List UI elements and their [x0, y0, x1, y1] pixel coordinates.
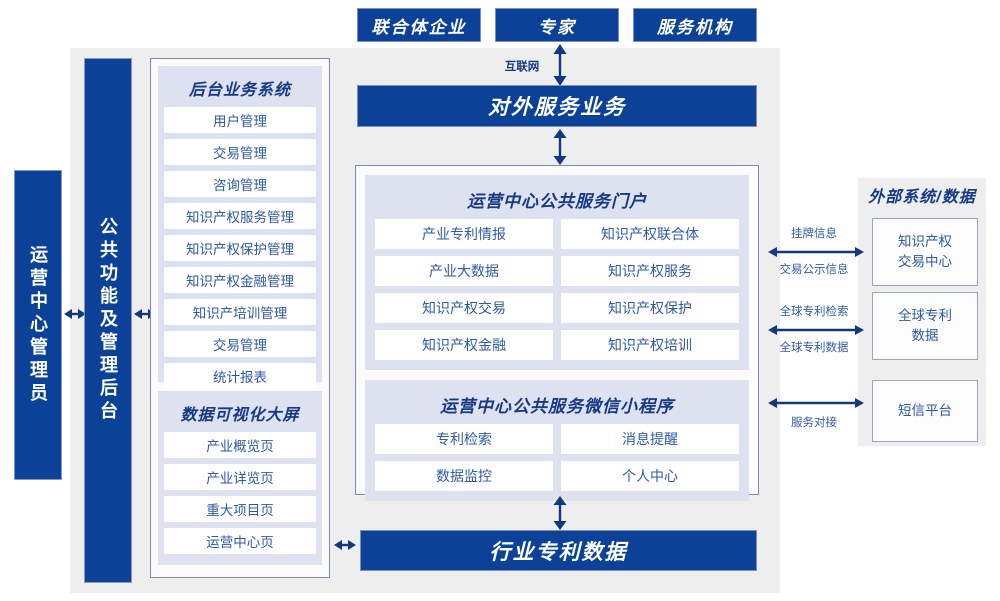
public-portal-item[interactable]: 知识产权金融	[375, 330, 553, 360]
wechat-miniprogram-grid: 专利检索 消息提醒 数据监控 个人中心	[375, 424, 739, 491]
external-service-label: 对外服务业务	[488, 96, 626, 119]
public-portal-item[interactable]: 知识产权联合体	[561, 219, 739, 249]
data-visualization-panel: 数据可视化大屏 产业概览页 产业详览页 重大项目页 运营中心页	[158, 391, 322, 565]
data-visualization-title: 数据可视化大屏	[180, 407, 300, 424]
wechat-miniprogram-item[interactable]: 消息提醒	[561, 424, 739, 454]
top-actor-box-2[interactable]: 服务机构	[633, 8, 757, 42]
wechat-miniprogram-item[interactable]: 专利检索	[375, 424, 553, 454]
external-system-box-2[interactable]: 短信平台	[872, 380, 978, 442]
backend-system-panel: 后台业务系统 用户管理 交易管理 咨询管理 知识产权服务管理 知识产权保护管理 …	[158, 66, 322, 389]
portal-to-industry-data-arrow-icon	[553, 496, 567, 530]
backend-system-item[interactable]: 知识产培训管理	[164, 299, 316, 325]
public-portal-item[interactable]: 知识产权培训	[561, 330, 739, 360]
column-public-function-admin-backend[interactable]: 公共功能及管理后台	[84, 58, 132, 583]
wechat-miniprogram-panel: 运营中心公共服务微信小程序 专利检索 消息提醒 数据监控 个人中心	[365, 380, 749, 501]
public-portal-grid: 产业专利情报 知识产权联合体 产业大数据 知识产权服务 知识产权交易 知识产权保…	[375, 219, 739, 360]
external-system-box-1[interactable]: 全球专利 数据	[872, 292, 978, 360]
public-portal-item[interactable]: 知识产权保护	[561, 293, 739, 323]
external-connector-arrow-icon-0	[768, 247, 864, 257]
internet-arrow-icon	[553, 44, 567, 86]
backend-and-dataviz-container: 后台业务系统 用户管理 交易管理 咨询管理 知识产权服务管理 知识产权保护管理 …	[150, 58, 330, 578]
external-connector-label-below-2: 服务对接	[766, 414, 862, 430]
connector-label-text: 挂牌信息	[791, 228, 837, 240]
backend-system-item[interactable]: 知识产权金融管理	[164, 267, 316, 293]
wechat-miniprogram-title: 运营中心公共服务微信小程序	[440, 397, 674, 416]
external-connector-label-above-0: 挂牌信息	[768, 225, 860, 241]
external-connector-label-below-1: 全球专利数据	[766, 339, 862, 355]
public-portal-panel: 运营中心公共服务门户 产业专利情报 知识产权联合体 产业大数据 知识产权服务 知…	[365, 175, 749, 370]
backend-system-item[interactable]: 交易管理	[164, 331, 316, 357]
public-portal-item[interactable]: 产业专利情报	[375, 219, 553, 249]
external-connector-label-below-0: 交易公示信息	[766, 261, 862, 277]
external-systems-title: 外部系统/数据	[858, 183, 986, 207]
portal-container: 运营中心公共服务门户 产业专利情报 知识产权联合体 产业大数据 知识产权服务 知…	[355, 165, 759, 501]
column-label: 公共功能及管理后台	[98, 217, 118, 424]
backend-system-item[interactable]: 知识产权服务管理	[164, 203, 316, 229]
backend-system-item[interactable]: 知识产权保护管理	[164, 235, 316, 261]
column-label: 运营中心管理员	[28, 244, 48, 406]
backend-system-item[interactable]: 统计报表	[164, 363, 316, 389]
external-system-label: 全球专利 数据	[898, 308, 952, 343]
top-actor-label: 专家	[538, 17, 576, 37]
public-portal-title: 运营中心公共服务门户	[467, 192, 647, 211]
industry-patent-data-label: 行业专利数据	[489, 540, 628, 564]
service-to-portal-arrow-icon	[553, 129, 567, 165]
internet-label: 互联网	[490, 58, 554, 74]
external-connector-label-above-1: 全球专利检索	[766, 303, 862, 319]
external-connector-arrow-icon-2	[768, 398, 864, 408]
data-visualization-item[interactable]: 产业详览页	[164, 464, 316, 490]
backend-system-item[interactable]: 咨询管理	[164, 171, 316, 197]
dataviz-to-industry-data-arrow-icon	[334, 540, 356, 550]
connector-label-text: 全球专利数据	[779, 342, 849, 354]
external-service-bar[interactable]: 对外服务业务	[357, 85, 757, 127]
backend-system-title: 后台业务系统	[188, 82, 291, 99]
top-actor-label: 服务机构	[657, 17, 733, 37]
external-system-label: 知识产权 交易中心	[898, 234, 952, 269]
backend-system-item[interactable]: 用户管理	[164, 107, 316, 133]
public-portal-item[interactable]: 知识产权服务	[561, 256, 739, 286]
external-systems-title-text: 外部系统/数据	[868, 189, 976, 206]
external-connector-arrow-icon-1	[768, 325, 864, 335]
public-portal-item[interactable]: 知识产权交易	[375, 293, 553, 323]
data-visualization-item[interactable]: 运营中心页	[164, 528, 316, 554]
internet-label-text: 互联网	[504, 61, 540, 73]
column-operation-center-admin[interactable]: 运营中心管理员	[14, 170, 62, 480]
wechat-miniprogram-item[interactable]: 个人中心	[561, 461, 739, 491]
public-portal-item[interactable]: 产业大数据	[375, 256, 553, 286]
external-system-box-0[interactable]: 知识产权 交易中心	[872, 218, 978, 286]
data-visualization-item[interactable]: 产业概览页	[164, 432, 316, 458]
data-visualization-item[interactable]: 重大项目页	[164, 496, 316, 522]
top-actor-box-1[interactable]: 专家	[495, 8, 619, 42]
top-actor-label: 联合体企业	[371, 17, 467, 37]
connector-label-text: 交易公示信息	[779, 264, 849, 276]
connector-label-text: 全球专利检索	[779, 306, 849, 318]
admin-to-backend-arrow-icon	[64, 309, 86, 319]
external-system-label: 短信平台	[898, 403, 952, 419]
backend-system-item[interactable]: 交易管理	[164, 139, 316, 165]
connector-label-text: 服务对接	[791, 417, 837, 429]
wechat-miniprogram-item[interactable]: 数据监控	[375, 461, 553, 491]
industry-patent-data-bar[interactable]: 行业专利数据	[360, 530, 757, 571]
top-actor-box-0[interactable]: 联合体企业	[357, 8, 481, 42]
